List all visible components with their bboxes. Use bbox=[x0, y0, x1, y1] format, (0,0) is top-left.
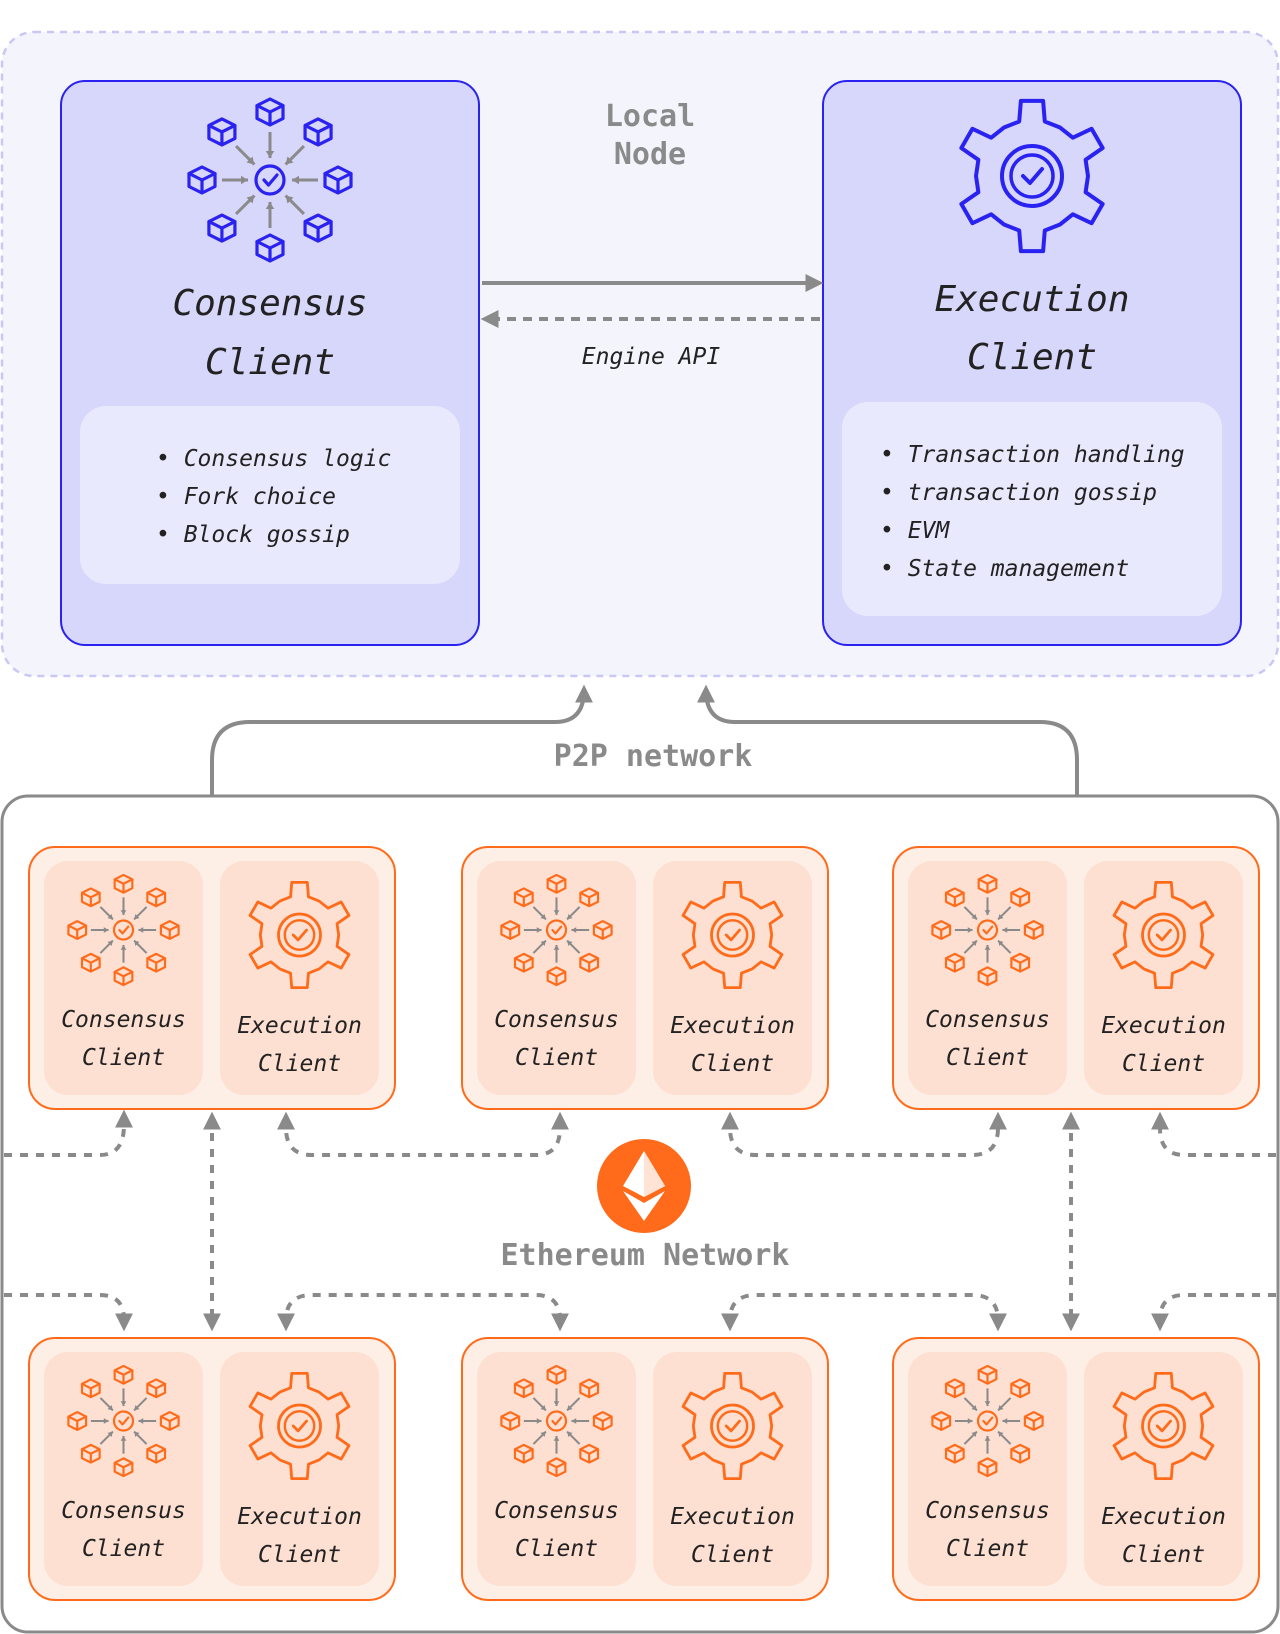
p2p-link-left bbox=[203, 684, 593, 846]
local-node-title-line1: Local bbox=[605, 99, 695, 134]
execution-feature: • State management bbox=[880, 556, 1129, 582]
execution-feature: • transaction gossip bbox=[880, 480, 1157, 506]
execution-title-line2: Client bbox=[967, 337, 1097, 378]
consensus-label-line1: Consensus bbox=[494, 1007, 619, 1033]
ethereum-network: Ethereum Network ConsensusClientExecutio… bbox=[0, 794, 1280, 1634]
execution-label-line1: Execution bbox=[1101, 1013, 1226, 1039]
execution-card bbox=[1084, 861, 1243, 1095]
gear-check-icon bbox=[959, 98, 1105, 254]
network-consensus-icon bbox=[187, 97, 353, 263]
p2p-links: P2P network bbox=[203, 684, 1086, 846]
execution-label-line1: Execution bbox=[237, 1504, 362, 1530]
network-consensus-icon bbox=[67, 1364, 180, 1478]
execution-card bbox=[1084, 1352, 1243, 1586]
execution-card bbox=[220, 1352, 379, 1586]
local-node: Local Node Consensus Client • Consensus … bbox=[0, 30, 1280, 678]
consensus-title-line1: Consensus bbox=[172, 283, 367, 324]
execution-feature: • EVM bbox=[880, 518, 950, 544]
gear-check-icon bbox=[248, 1371, 351, 1481]
gear-check-icon bbox=[681, 880, 784, 990]
peer-links bbox=[4, 1109, 1276, 1332]
execution-label-line2: Client bbox=[258, 1051, 341, 1077]
network-consensus-icon bbox=[931, 873, 1044, 987]
p2p-network-label: P2P network bbox=[554, 739, 753, 774]
execution-feature: • Transaction handling bbox=[880, 442, 1185, 468]
p2p-link-right bbox=[697, 684, 1086, 846]
consensus-feature: • Consensus logic bbox=[156, 446, 391, 472]
local-node-title-line2: Node bbox=[614, 137, 686, 172]
ethereum-network-label: Ethereum Network bbox=[501, 1238, 790, 1273]
consensus-label-line2: Client bbox=[82, 1536, 165, 1562]
local-execution-client: Execution Client • Transaction handling … bbox=[822, 80, 1242, 646]
gear-check-icon bbox=[681, 1371, 784, 1481]
consensus-features-card bbox=[80, 406, 460, 584]
consensus-label-line1: Consensus bbox=[61, 1498, 186, 1524]
gear-check-icon bbox=[1112, 880, 1215, 990]
engine-api-label: Engine API bbox=[582, 344, 721, 370]
consensus-feature: • Block gossip bbox=[156, 522, 350, 548]
consensus-label-line1: Consensus bbox=[925, 1498, 1050, 1524]
consensus-label-line2: Client bbox=[82, 1045, 165, 1071]
execution-label-line2: Client bbox=[691, 1542, 774, 1568]
consensus-feature: • Fork choice bbox=[156, 484, 336, 510]
consensus-label-line2: Client bbox=[946, 1536, 1029, 1562]
execution-label-line2: Client bbox=[1122, 1051, 1205, 1077]
execution-label-line1: Execution bbox=[237, 1013, 362, 1039]
network-consensus-icon bbox=[67, 873, 180, 987]
gear-check-icon bbox=[1112, 1371, 1215, 1481]
ethereum-nodes: ConsensusClientExecutionClientConsensusC… bbox=[28, 846, 1260, 1601]
execution-label-line2: Client bbox=[691, 1051, 774, 1077]
consensus-label-line2: Client bbox=[515, 1045, 598, 1071]
execution-card bbox=[653, 861, 812, 1095]
execution-label-line2: Client bbox=[1122, 1542, 1205, 1568]
consensus-label-line2: Client bbox=[515, 1536, 598, 1562]
execution-label-line2: Client bbox=[258, 1542, 341, 1568]
execution-features-card bbox=[842, 402, 1222, 616]
consensus-label-line1: Consensus bbox=[925, 1007, 1050, 1033]
execution-title-line1: Execution bbox=[934, 279, 1129, 320]
gear-check-icon bbox=[248, 880, 351, 990]
execution-card bbox=[220, 861, 379, 1095]
network-consensus-icon bbox=[500, 1364, 613, 1478]
network-consensus-icon bbox=[931, 1364, 1044, 1478]
execution-label-line1: Execution bbox=[670, 1504, 795, 1530]
execution-label-line1: Execution bbox=[670, 1013, 795, 1039]
execution-label-line1: Execution bbox=[1101, 1504, 1226, 1530]
consensus-label-line2: Client bbox=[946, 1045, 1029, 1071]
consensus-label-line1: Consensus bbox=[61, 1007, 186, 1033]
consensus-label-line1: Consensus bbox=[494, 1498, 619, 1524]
execution-card bbox=[653, 1352, 812, 1586]
network-consensus-icon bbox=[500, 873, 613, 987]
ethereum-logo-icon bbox=[597, 1139, 691, 1233]
consensus-title-line2: Client bbox=[205, 342, 335, 383]
local-consensus-client: Consensus Client • Consensus logic • For… bbox=[60, 80, 480, 646]
